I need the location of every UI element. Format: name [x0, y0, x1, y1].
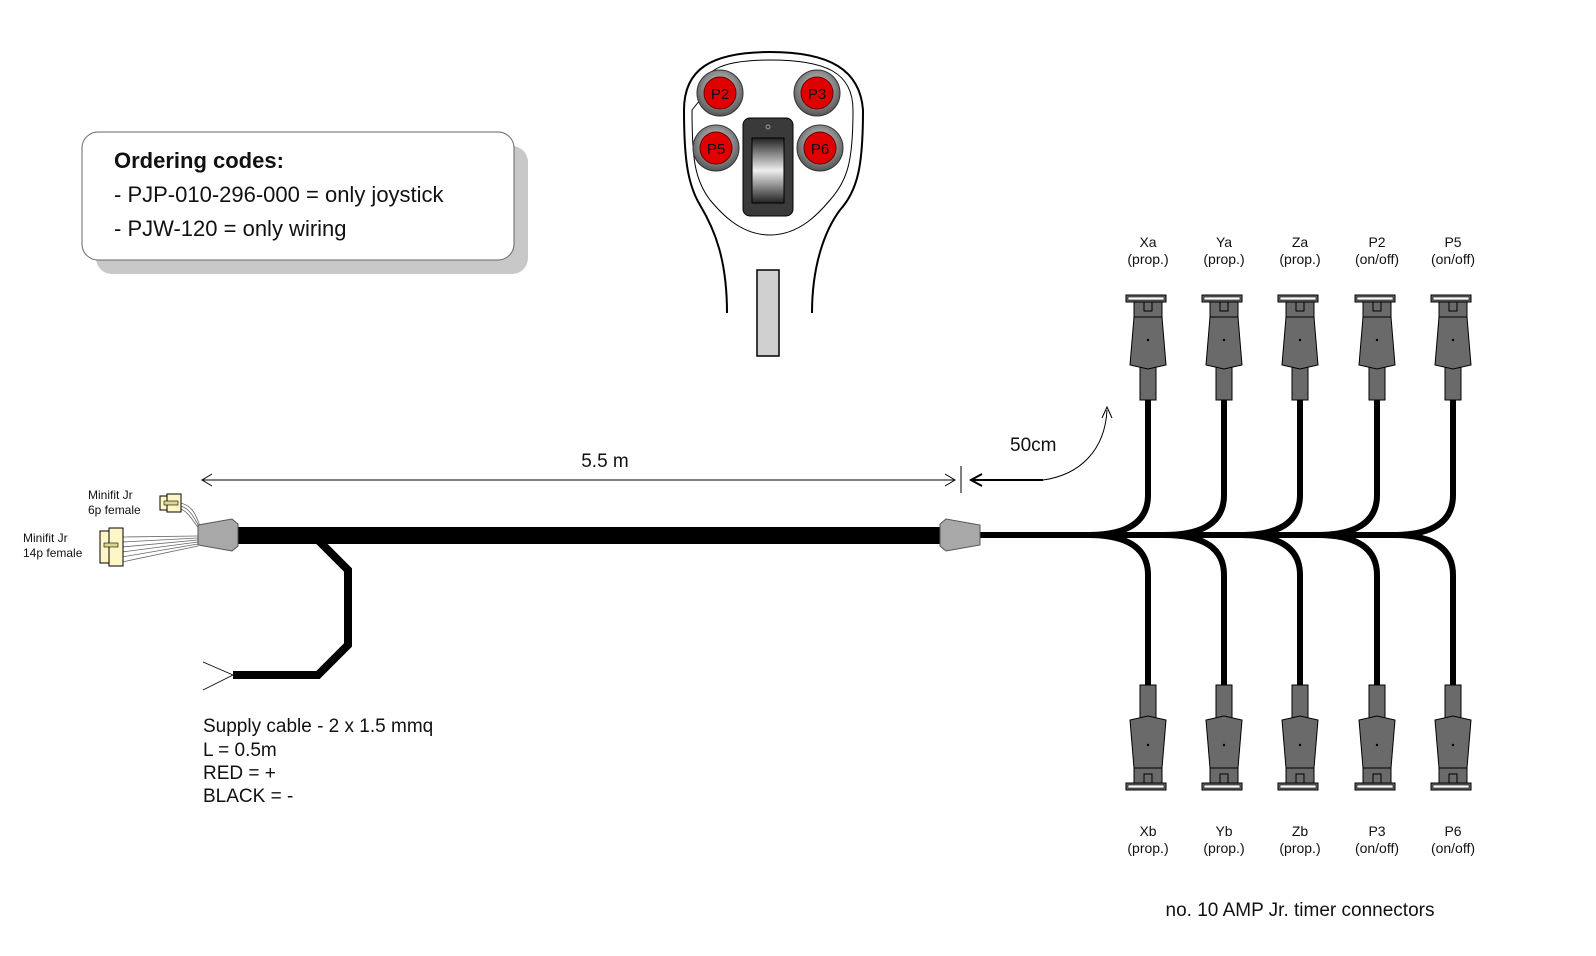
ordering-codes-box: Ordering codes: - PJP-010-296-000 = only… — [81, 131, 528, 274]
main-length-dimension: 5.5 m — [201, 451, 962, 493]
amp-connector-bottom: Xb(prop.) — [1087, 532, 1169, 856]
connector-type: (on/off) — [1431, 251, 1475, 267]
amp-connector-top: P5(on/off) — [1392, 234, 1475, 538]
supply-text: RED = + — [203, 763, 276, 784]
connector-name: Za — [1292, 234, 1309, 250]
connector-type: (prop.) — [1203, 840, 1244, 856]
minifit-6p-connector — [159, 493, 182, 513]
amp-connector-top: Xa(prop.) — [1087, 234, 1169, 538]
supply-text: Supply cable - 2 x 1.5 mmq — [203, 716, 433, 737]
ordering-line: - PJP-010-296-000 = only joystick — [114, 182, 445, 207]
ordering-line: - PJW-120 = only wiring — [114, 216, 347, 241]
connector-name: Xa — [1139, 234, 1156, 250]
connector-type: (on/off) — [1355, 251, 1399, 267]
connector-6p-label: 6p female — [88, 503, 141, 517]
svg-text:P2: P2 — [711, 86, 729, 103]
connector-14p-label: Minifit Jr — [23, 531, 68, 545]
connector-name: Zb — [1292, 823, 1309, 839]
connector-type: (prop.) — [1203, 251, 1244, 267]
amp-connector-top: Za(prop.) — [1239, 234, 1321, 538]
button-p2: P2 — [696, 69, 744, 117]
main-cable — [197, 518, 1420, 552]
connector-name: Ya — [1216, 234, 1232, 250]
connector-name: Xb — [1139, 823, 1156, 839]
connector-name: P5 — [1444, 234, 1461, 250]
connector-name: Yb — [1215, 823, 1232, 839]
amp-connector-top: Ya(prop.) — [1163, 234, 1245, 538]
amp-connector-bottom: Zb(prop.) — [1239, 532, 1321, 856]
supply-cable: Supply cable - 2 x 1.5 mmq L = 0.5m RED … — [202, 537, 433, 807]
button-p5: P5 — [692, 124, 740, 172]
connector-type: (on/off) — [1355, 840, 1399, 856]
connector-14p-label: 14p female — [23, 546, 83, 560]
main-length-label: 5.5 m — [581, 451, 629, 472]
button-p3: P3 — [793, 69, 841, 117]
footer-caption: no. 10 AMP Jr. timer connectors — [1166, 900, 1435, 921]
minifit-14p-connector — [99, 527, 124, 567]
branch-length-label: 50cm — [1010, 435, 1056, 456]
connector-type: (prop.) — [1127, 251, 1168, 267]
svg-text:P5: P5 — [707, 141, 725, 158]
amp-connector-bottom: Yb(prop.) — [1163, 532, 1245, 856]
branch-connectors: Xa(prop.)Xb(prop.)Ya(prop.)Yb(prop.)Za(p… — [1087, 234, 1475, 856]
connector-type: (on/off) — [1431, 840, 1475, 856]
amp-connector-bottom: P3(on/off) — [1316, 532, 1399, 856]
amp-connector-bottom: P6(on/off) — [1392, 532, 1475, 856]
connector-type: (prop.) — [1279, 251, 1320, 267]
svg-text:P3: P3 — [808, 86, 826, 103]
connector-type: (prop.) — [1279, 840, 1320, 856]
amp-connector-top: P2(on/off) — [1316, 234, 1399, 538]
left-connectors: Minifit Jr 6p female Minifit Jr 14p fema… — [23, 488, 201, 567]
joystick-illustration: P2 P3 P5 P6 — [682, 50, 865, 357]
svg-text:P6: P6 — [811, 141, 829, 158]
supply-text: BLACK = - — [203, 786, 293, 807]
connector-type: (prop.) — [1127, 840, 1168, 856]
button-p6: P6 — [796, 124, 844, 172]
connector-name: P6 — [1444, 823, 1461, 839]
supply-text: L = 0.5m — [203, 740, 277, 761]
connector-name: P2 — [1368, 234, 1385, 250]
branch-length-dimension: 50cm — [968, 405, 1113, 487]
connector-name: P3 — [1368, 823, 1385, 839]
ordering-title: Ordering codes: — [114, 148, 284, 173]
connector-6p-label: Minifit Jr — [88, 488, 133, 502]
